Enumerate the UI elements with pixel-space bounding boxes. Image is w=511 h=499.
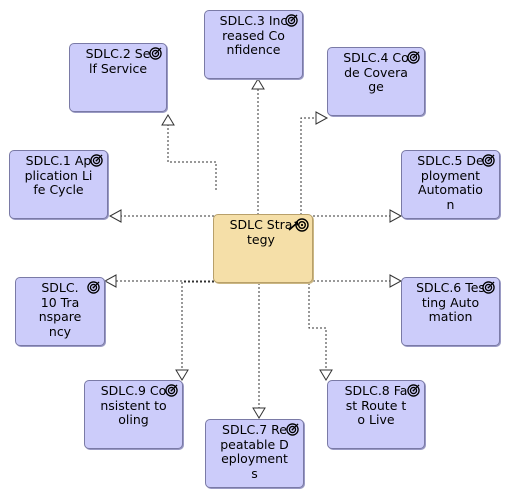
goal-icon bbox=[407, 51, 420, 64]
node-label: SDLC Strategy bbox=[229, 217, 293, 247]
goal-icon bbox=[482, 281, 495, 294]
arrowhead-sdlc4 bbox=[315, 111, 329, 125]
node-label: SDLC.10 Transparency bbox=[38, 280, 82, 339]
arrowhead-sdlc1 bbox=[108, 209, 122, 223]
arrowhead-sdlc6 bbox=[389, 274, 403, 288]
goal-icon bbox=[288, 218, 309, 232]
goal-node-sdlc2[interactable]: SDLC.2 Self Service bbox=[69, 43, 167, 112]
node-label: SDLC.8 Fast Route to Live bbox=[344, 383, 408, 427]
connector-sdlc9 bbox=[181, 281, 222, 370]
goal-node-sdlc4[interactable]: SDLC.4 Code Coverage bbox=[327, 47, 425, 116]
goal-node-sdlc-strategy[interactable]: SDLC Strategy bbox=[213, 214, 313, 283]
goal-node-sdlc3[interactable]: SDLC.3 Increased Confidence bbox=[204, 10, 303, 79]
goal-icon bbox=[165, 384, 178, 397]
goal-node-sdlc9[interactable]: SDLC.9 Consistent tooling bbox=[84, 380, 183, 449]
goal-node-sdlc8[interactable]: SDLC.8 Fast Route to Live bbox=[327, 380, 425, 449]
goal-icon bbox=[87, 281, 100, 294]
arrowhead-sdlc3 bbox=[251, 78, 265, 90]
node-label: SDLC.1 Application Life Cycle bbox=[24, 153, 93, 197]
goal-node-sdlc1[interactable]: SDLC.1 Application Life Cycle bbox=[9, 150, 108, 219]
node-label: SDLC.4 Code Coverage bbox=[343, 50, 409, 94]
goal-icon bbox=[482, 154, 495, 167]
goal-node-sdlc5[interactable]: SDLC.5 Deployment Automation bbox=[401, 150, 500, 219]
goal-icon bbox=[90, 154, 103, 167]
node-label: SDLC.7 Repeatable Deployments bbox=[220, 422, 289, 481]
node-label: SDLC.3 Increased Confidence bbox=[219, 13, 288, 57]
goal-icon bbox=[286, 423, 299, 436]
goal-icon bbox=[149, 47, 162, 60]
node-label: SDLC.2 Self Service bbox=[85, 46, 151, 76]
node-label: SDLC.5 Deployment Automation bbox=[417, 153, 484, 212]
node-label: SDLC.6 Testing Automation bbox=[416, 280, 485, 324]
goal-icon bbox=[407, 384, 420, 397]
connector-sdlc4 bbox=[300, 117, 316, 215]
arrowhead-sdlc5 bbox=[389, 209, 403, 223]
arrowhead-sdlc2 bbox=[161, 114, 175, 126]
node-label: SDLC.9 Consistent tooling bbox=[100, 383, 167, 427]
arrowhead-sdlc7 bbox=[252, 407, 266, 419]
goal-node-sdlc10[interactable]: SDLC.10 Transparency bbox=[15, 277, 105, 346]
connector-sdlc8 bbox=[308, 283, 327, 370]
arrowhead-sdlc10 bbox=[103, 274, 117, 288]
goal-icon bbox=[285, 14, 298, 27]
arrowhead-sdlc9 bbox=[175, 369, 189, 381]
goal-node-sdlc6[interactable]: SDLC.6 Testing Automation bbox=[401, 277, 500, 346]
arrowhead-sdlc8 bbox=[319, 369, 333, 381]
goal-node-sdlc7[interactable]: SDLC.7 Repeatable Deployments bbox=[205, 419, 304, 488]
connector-sdlc2 bbox=[167, 125, 217, 190]
